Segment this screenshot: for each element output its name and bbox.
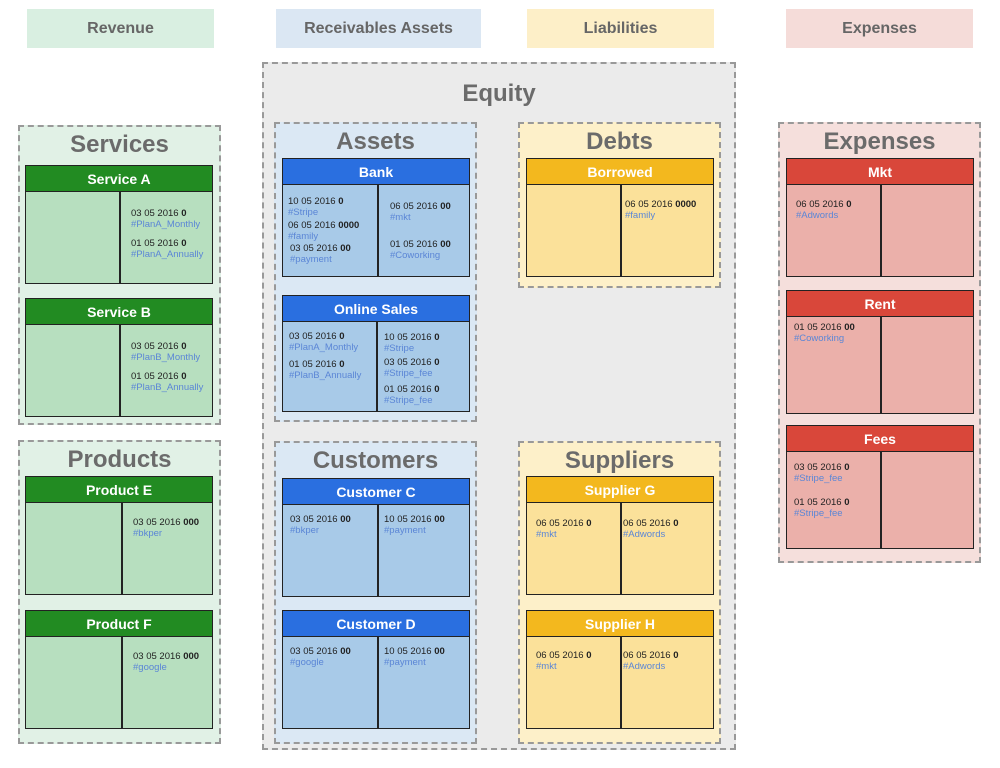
account-fees: Fees 03 05 2016 0#Stripe_fee 01 05 2016 …	[786, 425, 974, 549]
header-revenue: Revenue	[27, 9, 214, 48]
entry: 06 05 2016 0000#family	[288, 220, 360, 242]
account-bank: Bank 10 05 2016 0#Stripe 06 05 2016 0000…	[282, 158, 470, 277]
entry: 06 05 2016 0#mkt	[536, 518, 592, 540]
entry: 01 05 2016 0#PlanB_Annually	[131, 371, 204, 393]
entry: 06 05 2016 0#Adwords	[796, 199, 852, 221]
entry: 03 05 2016 00#google	[290, 646, 351, 668]
account-customer-d: Customer D 03 05 2016 00#google 10 05 20…	[282, 610, 470, 729]
services-title: Services	[70, 131, 169, 158]
entry: 06 05 2016 0#mkt	[536, 650, 592, 672]
entry: 06 05 2016 0000#family	[625, 199, 697, 221]
account-borrowed: Borrowed 06 05 2016 0000#family	[526, 158, 714, 277]
entry: 03 05 2016 0#PlanA_Monthly	[131, 208, 201, 230]
entry: 01 05 2016 00#Coworking	[794, 322, 855, 344]
account-title: Product F	[26, 611, 212, 637]
header-receivables-assets: Receivables Assets	[276, 9, 481, 48]
equity-title: Equity	[462, 80, 536, 107]
entry: 03 05 2016 00#payment	[290, 243, 351, 265]
entry: 03 05 2016 0#PlanA_Monthly	[289, 331, 359, 353]
debts-title: Debts	[586, 128, 653, 155]
entry: 10 05 2016 00#payment	[384, 514, 445, 536]
entry: 10 05 2016 0#Stripe	[384, 332, 440, 354]
account-title: Service A	[26, 166, 212, 192]
account-service-a: Service A 03 05 2016 0#PlanA_Monthly 01 …	[25, 165, 213, 284]
account-title: Service B	[26, 299, 212, 325]
header-liabilities: Liabilities	[527, 9, 714, 48]
account-rent: Rent 01 05 2016 00#Coworking	[786, 290, 974, 414]
assets-title: Assets	[336, 128, 415, 155]
suppliers-title: Suppliers	[564, 447, 675, 474]
account-title: Supplier G	[527, 477, 713, 503]
account-title: Product E	[26, 477, 212, 503]
entry: 01 05 2016 0#Stripe_fee	[384, 384, 440, 406]
entry: 06 05 2016 00#mkt	[390, 201, 451, 223]
entry: 03 05 2016 0#Stripe_fee	[794, 462, 850, 484]
account-supplier-g: Supplier G 06 05 2016 0#mkt 06 05 2016 0…	[526, 476, 714, 595]
entry: 06 05 2016 0#Adwords	[623, 518, 679, 540]
entry: 03 05 2016 000#google	[133, 651, 200, 673]
account-product-e: Product E 03 05 2016 000#bkper	[25, 476, 213, 595]
entry: 03 05 2016 00#bkper	[290, 514, 351, 536]
products-title: Products	[67, 446, 172, 473]
account-product-f: Product F 03 05 2016 000#google	[25, 610, 213, 729]
entry: 06 05 2016 0#Adwords	[623, 650, 679, 672]
account-title: Rent	[787, 291, 973, 317]
account-online-sales: Online Sales 03 05 2016 0#PlanA_Monthly …	[282, 295, 470, 412]
header-expenses: Expenses	[786, 9, 973, 48]
customers-title: Customers	[312, 447, 439, 474]
entry: 03 05 2016 0#PlanB_Monthly	[131, 341, 201, 363]
account-title: Mkt	[787, 159, 973, 185]
entry: 01 05 2016 0#Stripe_fee	[794, 497, 850, 519]
account-service-b: Service B 03 05 2016 0#PlanB_Monthly 01 …	[25, 298, 213, 417]
account-title: Borrowed	[527, 159, 713, 185]
account-customer-c: Customer C 03 05 2016 00#bkper 10 05 201…	[282, 478, 470, 597]
entry: 01 05 2016 00#Coworking	[390, 239, 451, 261]
entry: 03 05 2016 0#Stripe_fee	[384, 357, 440, 379]
account-title: Customer D	[283, 611, 469, 637]
account-title: Supplier H	[527, 611, 713, 637]
account-supplier-h: Supplier H 06 05 2016 0#mkt 06 05 2016 0…	[526, 610, 714, 729]
account-title: Customer C	[283, 479, 469, 505]
entry: 10 05 2016 0#Stripe	[288, 196, 344, 218]
account-title: Fees	[787, 426, 973, 452]
account-title: Online Sales	[283, 296, 469, 322]
account-title: Bank	[283, 159, 469, 185]
entry: 03 05 2016 000#bkper	[133, 517, 200, 539]
entry: 01 05 2016 0#PlanB_Annually	[289, 359, 362, 381]
account-mkt: Mkt 06 05 2016 0#Adwords	[786, 158, 974, 277]
entry: 01 05 2016 0#PlanA_Annually	[131, 238, 204, 260]
entry: 10 05 2016 00#payment	[384, 646, 445, 668]
expenses-title: Expenses	[823, 128, 936, 155]
